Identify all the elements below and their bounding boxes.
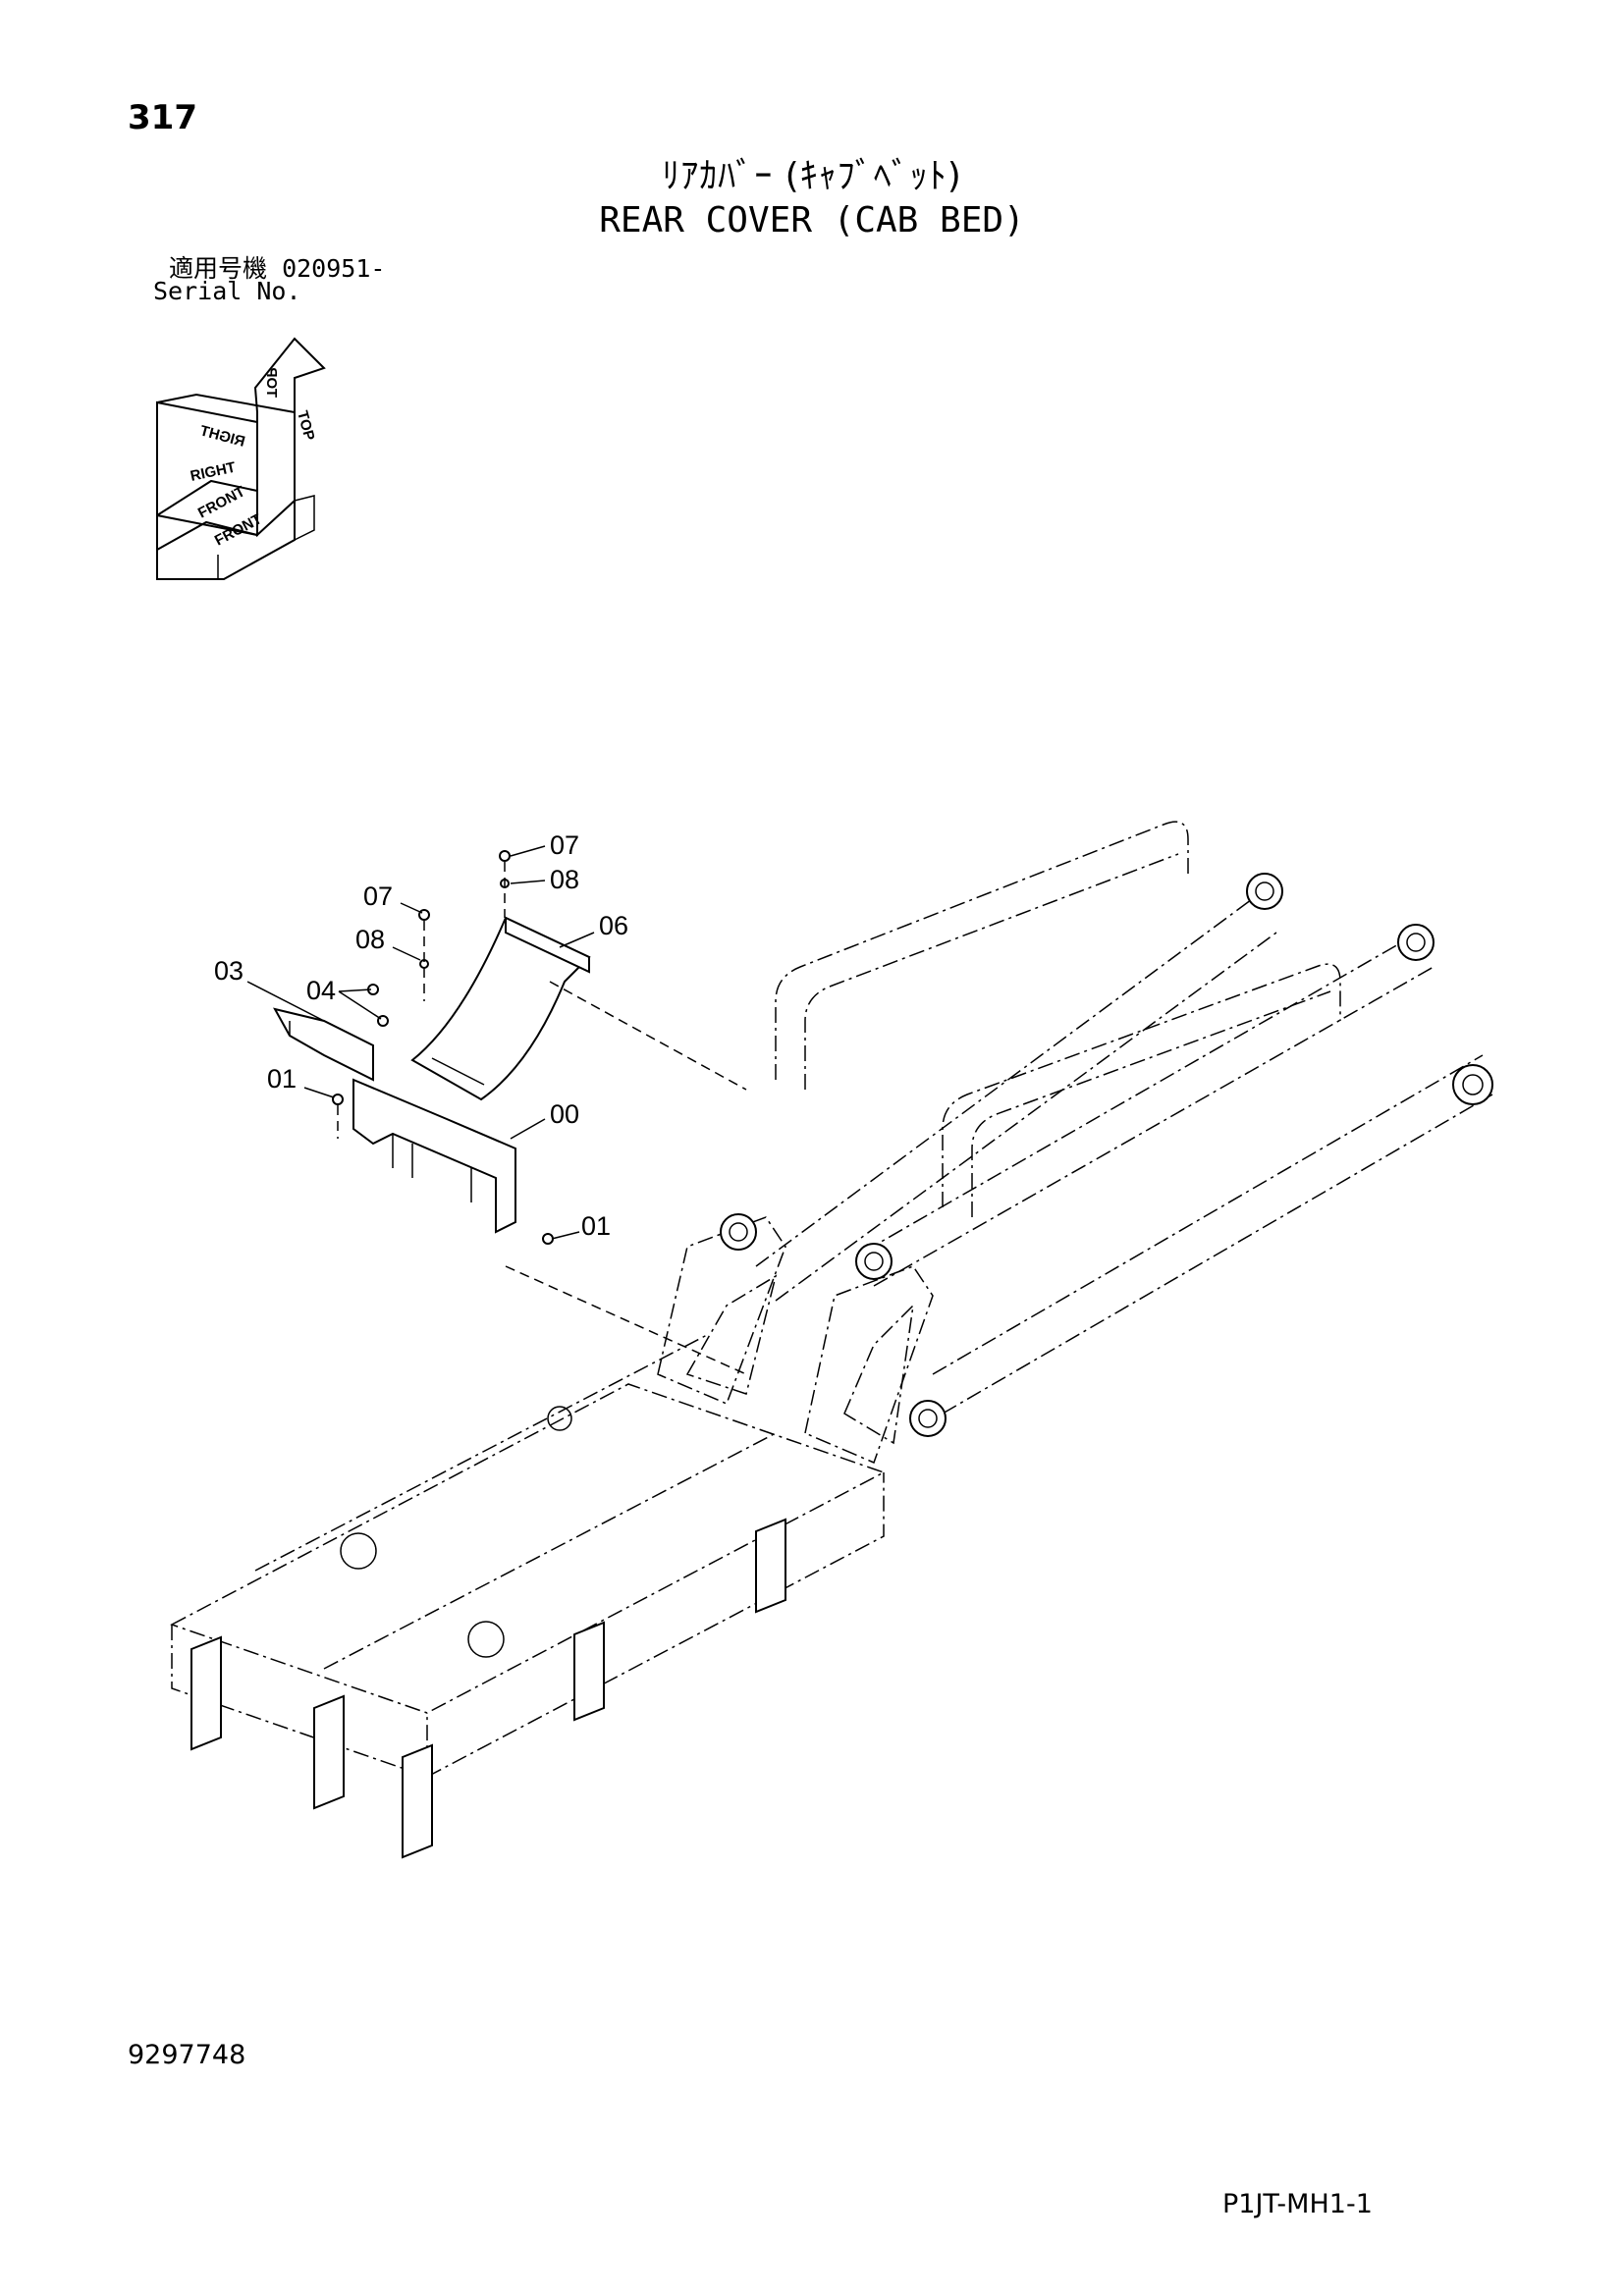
orientation-label-front-mirrored: FRONT: [195, 483, 248, 521]
serial-label-en: Serial No.: [153, 277, 301, 305]
orientation-label-right-mirrored: RIGHT: [198, 422, 246, 451]
callout-01-b: 01: [581, 1211, 611, 1241]
part-06-cover-plate: [410, 916, 591, 1101]
orientation-icon: TOP TOP RIGHT RIGHT FRONT FRONT: [156, 337, 326, 580]
serial-label-jp: 適用号機: [169, 254, 268, 283]
callout-00: 00: [550, 1099, 579, 1129]
title-english: REAR COVER (CAB BED): [599, 200, 1025, 240]
rear-cover-parts: [273, 850, 747, 1375]
serial-value: 020951-: [282, 254, 386, 283]
sheet-code: P1JT-MH1-1: [1222, 2189, 1373, 2219]
title-japanese: ﾘｱｶﾊﾞｰ (ｷｬﾌﾞﾍﾞｯﾄ): [662, 156, 962, 196]
document-number: 9297748: [128, 2040, 246, 2070]
callout-08-b: 08: [355, 925, 385, 954]
callout-06: 06: [599, 911, 628, 940]
serial-applicable-line: 適用号機 020951-: [169, 249, 385, 285]
callout-01-a: 01: [267, 1064, 297, 1094]
callout-04: 04: [306, 976, 336, 1005]
callouts: 07 08 06 07 08 03 04 01 00 01: [214, 830, 628, 1241]
callout-07-b: 07: [363, 881, 393, 911]
orientation-label-top: TOP: [294, 409, 317, 443]
page-number: 317: [128, 98, 197, 137]
orientation-label-top-mirrored: TOP: [263, 367, 280, 398]
callout-08-a: 08: [550, 865, 579, 894]
callout-03: 03: [214, 956, 244, 986]
cab-bed-frame: [170, 821, 1493, 1859]
callout-07-a: 07: [550, 830, 579, 860]
part-00-mounting-base: [352, 1078, 516, 1234]
